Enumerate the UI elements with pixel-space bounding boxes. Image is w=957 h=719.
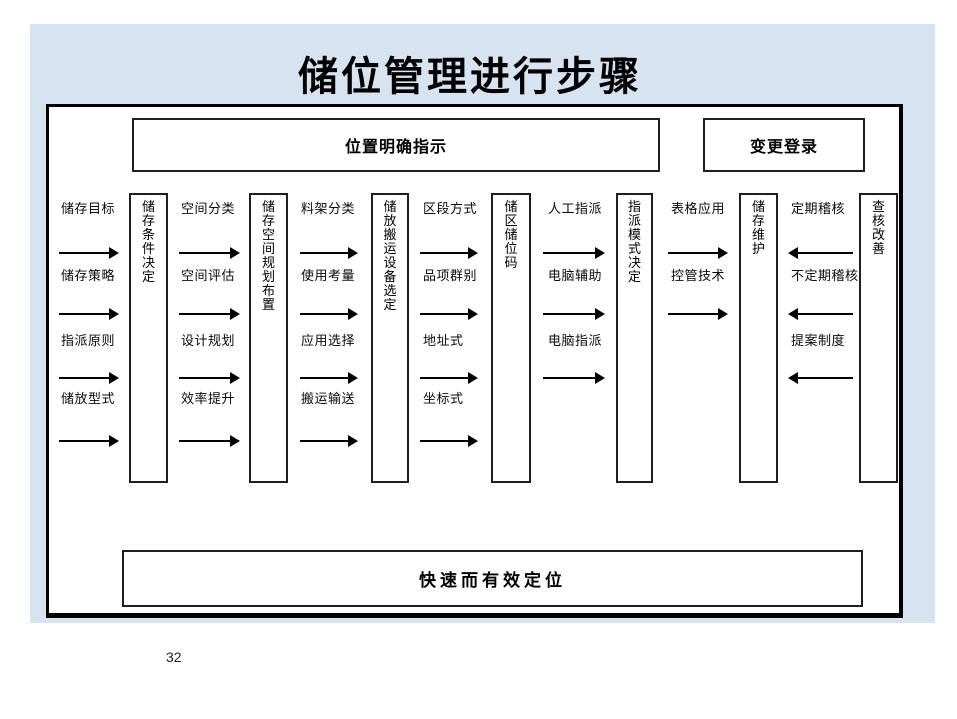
flow-arrow-right-icon [420,247,478,259]
slide-background: 储位管理进行步骤 位置明确指示 变更登录 储存目标 储存策略 指派原则 储放型式… [30,24,935,623]
flow-arrow-left-icon [788,308,853,320]
diagram-frame: 位置明确指示 变更登录 储存目标 储存策略 指派原则 储放型式 储存条件决定 空… [46,104,903,618]
step-label: 表格应用 [671,201,726,216]
step-label: 料架分类 [301,201,356,216]
result-box-label: 储存条件决定 [141,199,155,284]
result-box-label: 指派模式决定 [627,199,641,284]
flow-arrow-right-icon [420,372,478,384]
page-number: 32 [166,649,182,665]
step-label: 人工指派 [548,201,603,216]
step-label: 应用选择 [301,333,356,348]
result-box-storage-maintenance: 储存维护 [739,193,778,483]
step-label: 电脑指派 [548,333,603,348]
top-box-position-indication-label: 位置明确指示 [344,139,447,156]
flow-arrow-right-icon [179,372,240,384]
step-label: 提案制度 [791,333,846,348]
slide-title: 储位管理进行步骤 [298,54,642,99]
flow-arrow-right-icon [543,372,605,384]
flow-arrow-left-icon [788,372,853,384]
flow-arrow-left-icon [788,247,853,259]
step-label: 控管技术 [671,268,726,283]
flow-arrow-right-icon [300,308,358,320]
flow-arrow-right-icon [59,435,119,447]
flow-arrow-right-icon [543,308,605,320]
flow-arrow-right-icon [420,308,478,320]
bottom-box-label: 快速而有效定位 [419,571,566,590]
flow-arrow-right-icon [668,247,728,259]
step-label: 电脑辅助 [548,268,603,283]
flow-arrow-right-icon [179,247,240,259]
step-label: 储存策略 [61,268,116,283]
result-box-storage-conditions: 储存条件决定 [129,193,168,483]
result-box-audit-improvement: 查核改善 [859,193,898,483]
step-label: 不定期稽核 [791,268,859,283]
result-box-label: 储放搬运设备选定 [383,199,397,312]
flow-arrow-right-icon [179,435,240,447]
result-box-label: 储区储位码 [504,199,518,270]
step-label: 品项群别 [423,268,478,283]
step-label: 储存目标 [61,201,116,216]
flow-arrow-right-icon [543,247,605,259]
flow-arrow-right-icon [420,435,478,447]
step-label: 储放型式 [61,391,116,406]
top-box-change-registration: 变更登录 [703,118,865,172]
step-label: 定期稽核 [791,201,846,216]
step-label: 空间分类 [181,201,236,216]
flow-arrow-right-icon [59,247,119,259]
step-label: 坐标式 [423,391,464,406]
step-label: 空间评估 [181,268,236,283]
step-label: 使用考量 [301,268,356,283]
top-box-position-indication: 位置明确指示 [132,118,660,172]
flow-arrow-right-icon [300,372,358,384]
flow-arrow-right-icon [59,372,119,384]
step-label: 地址式 [423,333,464,348]
flow-arrow-right-icon [668,308,728,320]
step-label: 指派原则 [61,333,116,348]
result-box-location-code: 储区储位码 [491,193,531,483]
result-box-equipment-selection: 储放搬运设备选定 [371,193,409,483]
top-box-change-registration-label: 变更登录 [749,139,818,156]
step-label: 效率提升 [181,391,236,406]
result-box-assignment-mode: 指派模式决定 [616,193,653,483]
step-label: 区段方式 [423,201,478,216]
step-label: 搬运输送 [301,391,356,406]
result-box-space-planning: 储存空间规划布置 [249,193,288,483]
flow-arrow-right-icon [300,435,358,447]
result-box-label: 储存维护 [751,199,765,256]
flow-arrow-right-icon [300,247,358,259]
flow-arrow-right-icon [179,308,240,320]
bottom-box-effective-positioning: 快速而有效定位 [122,550,863,607]
result-box-label: 储存空间规划布置 [261,199,275,312]
step-label: 设计规划 [181,333,236,348]
flow-arrow-right-icon [59,308,119,320]
result-box-label: 查核改善 [871,199,885,256]
